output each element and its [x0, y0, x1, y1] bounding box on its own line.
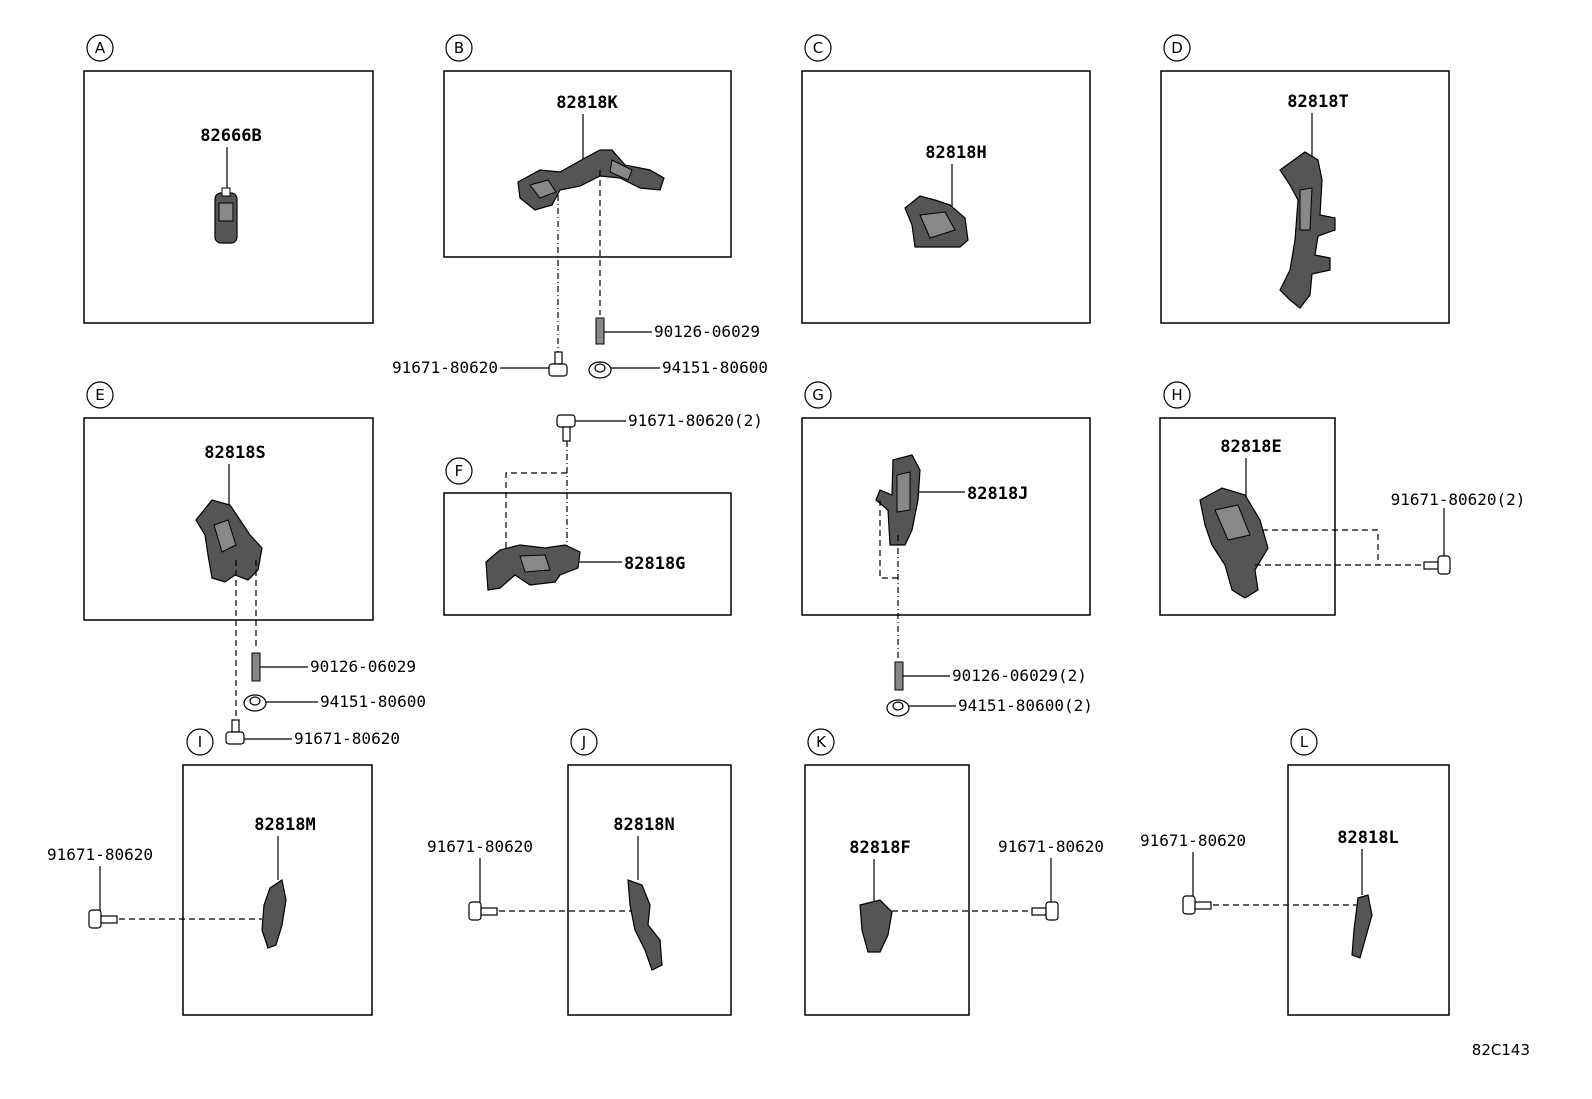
section-k-part-label[interactable]: 82818F — [849, 838, 910, 858]
section-j-letter: J — [581, 733, 586, 751]
e-nut-label[interactable]: 94151-80600 — [320, 692, 426, 711]
bolt-icon — [1182, 895, 1212, 915]
section-f-part-label[interactable]: 82818G — [624, 554, 685, 574]
nut-icon — [588, 361, 612, 379]
section-k-frame — [804, 764, 970, 1016]
section-a-letter: A — [95, 39, 106, 57]
e-fasteners: 90126-06029 94151-80600 91671-80620 — [225, 652, 426, 748]
section-i-part-label[interactable]: 82818M — [254, 815, 315, 835]
bracket-82818m-icon — [261, 879, 287, 949]
bracket-82818l-icon — [1351, 894, 1373, 959]
section-d-frame — [1160, 70, 1450, 324]
h-bolt-label[interactable]: 91671-80620(2) — [1391, 490, 1526, 509]
section-g-letter: G — [812, 386, 824, 404]
bracket-82818e-icon — [1199, 487, 1269, 599]
stud-icon — [894, 661, 904, 691]
section-i-frame — [182, 764, 373, 1016]
section-g-frame — [801, 417, 1091, 616]
section-b: B 82818K — [443, 34, 732, 355]
section-a: A 82666B — [83, 34, 374, 324]
section-d-part-label[interactable]: 82818T — [1287, 92, 1348, 112]
bracket-82818n-icon — [627, 879, 663, 971]
section-h-frame — [1159, 417, 1336, 616]
section-d: D 82818T — [1160, 34, 1450, 324]
diagram-code: 82C143 — [1472, 1041, 1530, 1059]
section-b-part-label[interactable]: 82818K — [556, 93, 618, 113]
section-e: E 82818S — [83, 381, 374, 720]
section-c: C 82818H — [801, 34, 1091, 324]
bolt-icon — [225, 719, 245, 745]
g-fasteners: 90126-06029(2) 94151-80600(2) — [886, 661, 1093, 717]
section-l-frame — [1287, 764, 1450, 1016]
section-k-letter: K — [816, 733, 827, 751]
bolt-icon — [548, 351, 568, 377]
nut-icon — [243, 694, 267, 712]
bolt-icon — [1031, 901, 1059, 921]
section-h-letter: H — [1171, 386, 1182, 404]
section-i-letter: I — [198, 733, 202, 751]
section-j: J 82818N 91671-80620 — [427, 728, 732, 1016]
section-g-part-label[interactable]: 82818J — [967, 484, 1028, 504]
b-bolt-label[interactable]: 91671-80620 — [392, 358, 498, 377]
k-bolt-label[interactable]: 91671-80620 — [998, 837, 1104, 856]
section-c-letter: C — [813, 39, 823, 57]
bracket-82818h-icon — [904, 195, 969, 248]
stud-icon — [595, 317, 605, 345]
section-l-part-label[interactable]: 82818L — [1337, 828, 1398, 848]
g-nut-label[interactable]: 94151-80600(2) — [958, 696, 1093, 715]
section-a-frame — [83, 70, 374, 324]
section-g: G 82818J — [801, 381, 1091, 660]
section-e-part-label[interactable]: 82818S — [204, 443, 265, 463]
section-d-letter: D — [1171, 39, 1183, 57]
section-e-letter: E — [95, 386, 104, 404]
section-l: L 82818L 91671-80620 — [1140, 728, 1450, 1016]
section-a-marker — [86, 34, 114, 62]
section-h-part-label[interactable]: 82818E — [1220, 437, 1281, 457]
i-bolt-label[interactable]: 91671-80620 — [47, 845, 153, 864]
bracket-82818j-icon — [875, 454, 921, 546]
section-f: 91671-80620(2) F 82818G — [443, 411, 763, 616]
bolt-icon — [88, 909, 118, 929]
bracket-82818k-icon — [517, 149, 665, 211]
j-bolt-label[interactable]: 91671-80620 — [427, 837, 533, 856]
bolt-icon — [468, 901, 498, 921]
bracket-82818s-icon — [195, 499, 263, 583]
e-bolt-label[interactable]: 91671-80620 — [294, 729, 400, 748]
b-stud-label[interactable]: 90126-06029 — [654, 322, 760, 341]
section-b-frame — [443, 70, 732, 258]
section-f-letter: F — [455, 462, 464, 480]
section-f-frame — [443, 492, 732, 616]
bracket-82818g-icon — [485, 544, 581, 591]
g-stud-label[interactable]: 90126-06029(2) — [952, 666, 1087, 685]
b-fasteners: 90126-06029 91671-80620 94151-80600 — [392, 317, 768, 379]
section-l-letter: L — [1300, 733, 1309, 751]
stud-icon — [251, 652, 261, 682]
bolt-icon — [556, 414, 576, 442]
l-bolt-label[interactable]: 91671-80620 — [1140, 831, 1246, 850]
bracket-82818t-icon — [1279, 151, 1336, 309]
section-b-letter: B — [454, 39, 464, 57]
section-c-part-label[interactable]: 82818H — [925, 143, 986, 163]
b-nut-label[interactable]: 94151-80600 — [662, 358, 768, 377]
bolt-icon — [1423, 555, 1451, 575]
nut-icon — [886, 699, 910, 717]
section-h: H 82818E 91671-80620(2) — [1159, 381, 1526, 616]
f-bolt-label[interactable]: 91671-80620(2) — [628, 411, 763, 430]
section-k: K 82818F 91671-80620 — [804, 728, 1104, 1016]
section-e-frame — [83, 417, 374, 621]
clip-82666b-icon — [214, 187, 238, 244]
section-j-part-label[interactable]: 82818N — [613, 815, 674, 835]
e-stud-label[interactable]: 90126-06029 — [310, 657, 416, 676]
section-c-frame — [801, 70, 1091, 324]
section-i: I 82818M 91671-80620 — [47, 728, 373, 1016]
section-a-part-label[interactable]: 82666B — [200, 126, 261, 146]
section-j-frame — [567, 764, 732, 1016]
bracket-82818f-icon — [859, 899, 893, 953]
